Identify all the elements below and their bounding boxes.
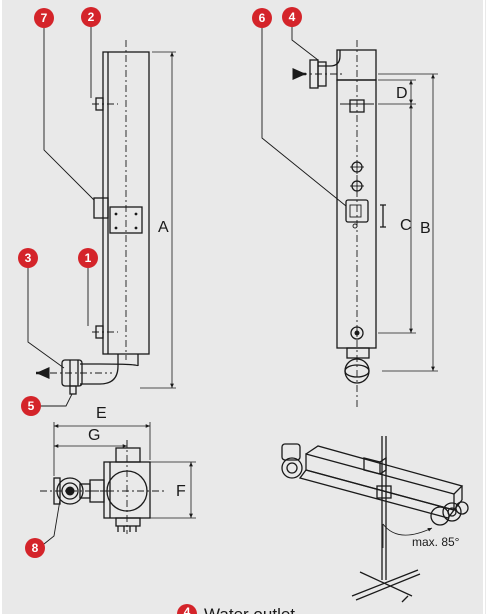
legend-item: 4 Water outlet <box>177 604 295 614</box>
svg-text:3: 3 <box>25 251 32 265</box>
svg-text:7: 7 <box>41 11 48 25</box>
dimension-e-label: E <box>96 405 107 422</box>
dimension-f-label: F <box>176 483 186 500</box>
svg-text:8: 8 <box>32 541 39 555</box>
bottom-port <box>350 326 364 340</box>
badge-7: 7 <box>34 8 54 28</box>
heating-element-box <box>109 206 143 234</box>
dimension-g-label: G <box>88 427 100 444</box>
side-view-body <box>102 51 150 355</box>
badge-6: 6 <box>252 8 272 28</box>
badge-1: 1 <box>78 248 98 268</box>
isometric-view <box>281 436 469 603</box>
tilt-angle-label: max. 85° <box>412 535 460 549</box>
top-view <box>40 422 196 545</box>
svg-text:1: 1 <box>85 251 92 265</box>
svg-text:5: 5 <box>28 399 35 413</box>
drain-stub <box>69 385 77 395</box>
badge-5: 5 <box>21 396 41 416</box>
badge-8: 8 <box>25 538 45 558</box>
svg-text:4: 4 <box>184 605 191 614</box>
badge-2: 2 <box>81 7 101 27</box>
iso-coupling-right <box>430 506 450 526</box>
legend-text: Water outlet <box>204 605 295 614</box>
pole-clamp <box>376 485 392 499</box>
legend-badge: 4 <box>177 604 197 614</box>
badge-3: 3 <box>18 248 38 268</box>
dimension-c-label: C <box>400 217 412 234</box>
front-view-body <box>336 79 377 349</box>
dimension-a-label: A <box>158 219 169 236</box>
dimension-d-label: D <box>396 85 408 102</box>
side-view <box>27 26 176 407</box>
front-view-top-cap <box>336 49 377 81</box>
dimension-b-label: B <box>420 220 431 237</box>
svg-text:2: 2 <box>88 10 95 24</box>
front-view <box>261 26 438 410</box>
heating-element-front <box>345 199 369 223</box>
iso-coupling-left <box>281 457 303 479</box>
iso-heating-box <box>363 457 381 475</box>
svg-text:6: 6 <box>259 11 266 25</box>
tilt-angle-arc <box>382 523 433 536</box>
svg-text:4: 4 <box>289 10 296 24</box>
outlet-elbow <box>80 354 119 385</box>
badge-4: 4 <box>282 7 302 27</box>
